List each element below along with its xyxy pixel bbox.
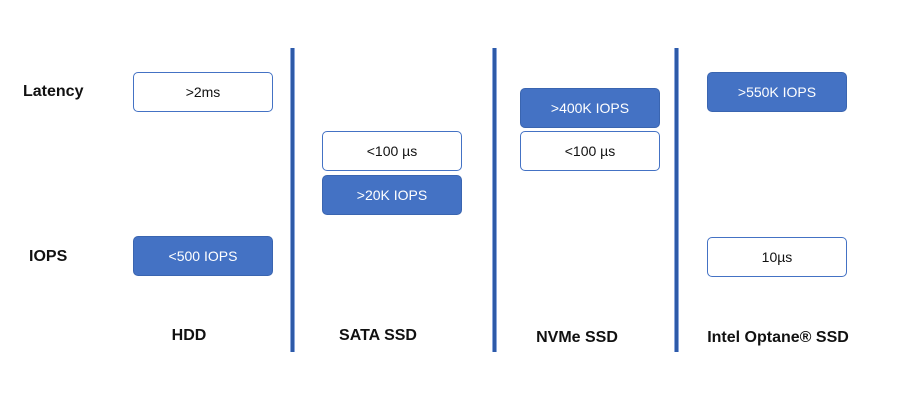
- optane-iops-box: >550K IOPS: [707, 72, 847, 112]
- row-label-iops: IOPS: [29, 248, 68, 265]
- hdd-iops-box: <500 IOPS: [133, 236, 273, 276]
- sata-latency-box: <100 µs: [322, 131, 462, 171]
- column-label-sata-ssd: SATA SSD: [339, 327, 417, 344]
- nvme-latency-box: <100 µs: [520, 131, 660, 171]
- hdd-latency-box: >2ms: [133, 72, 273, 112]
- column-label-hdd: HDD: [171, 327, 207, 344]
- column-divider: [492, 48, 497, 352]
- optane-latency-box: 10µs: [707, 237, 847, 277]
- row-label-latency: Latency: [23, 83, 84, 100]
- column-label-nvme-ssd: NVMe SSD: [536, 329, 618, 346]
- nvme-iops-box: >400K IOPS: [520, 88, 660, 128]
- column-divider: [674, 48, 679, 352]
- column-label-intel-optane-ssd: Intel Optane® SSD: [707, 329, 849, 346]
- sata-iops-box: >20K IOPS: [322, 175, 462, 215]
- column-divider: [290, 48, 295, 352]
